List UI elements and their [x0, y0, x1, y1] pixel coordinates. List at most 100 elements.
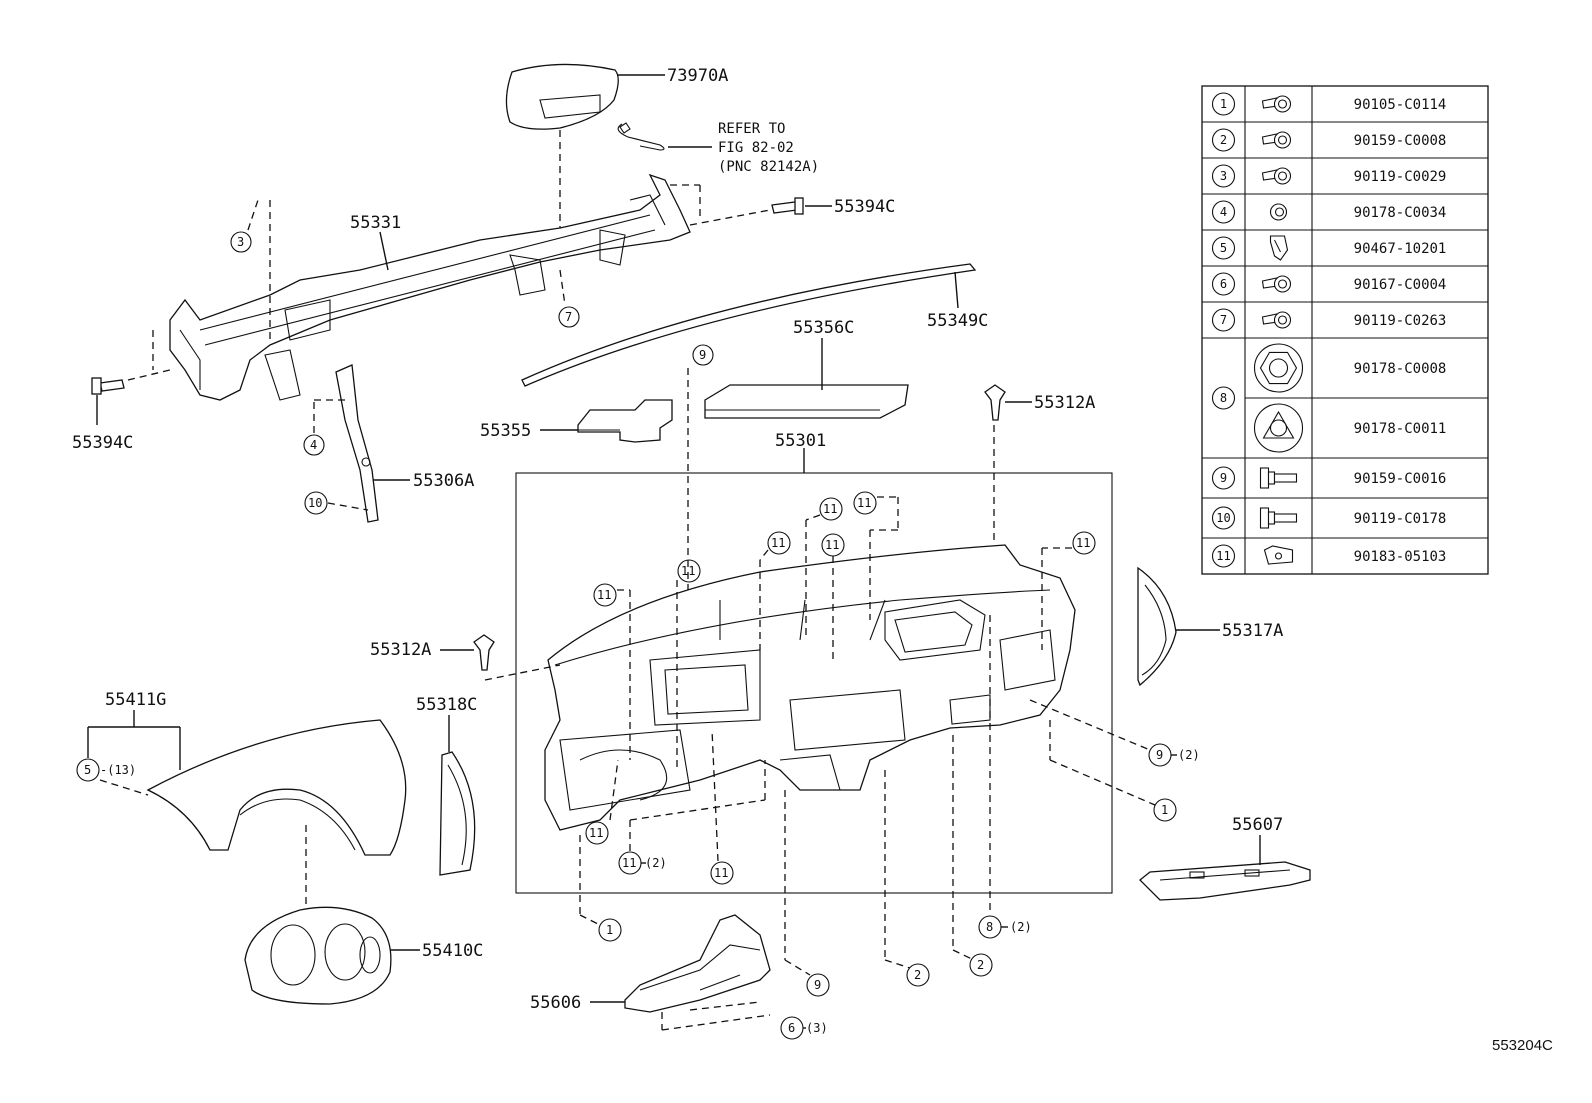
table-row: 2 90159-C0008: [1211, 128, 1447, 152]
part-number: 90183-05103: [1354, 549, 1447, 565]
callout-9-bottom: 9: [784, 790, 830, 997]
part-number: 90159-C0016: [1354, 471, 1447, 487]
bolt-left-label: 55394C: [72, 433, 133, 453]
wire-harness: REFER TO FIG 82-02 (PNC 82142A): [617, 121, 819, 175]
clip-nut-icon: [1263, 545, 1294, 565]
figure-number: 553204C: [1492, 1037, 1553, 1054]
svg-text:-(13): -(13): [100, 763, 136, 777]
lower-panel-right-part: 55607: [1139, 815, 1311, 901]
svg-text:11: 11: [622, 856, 636, 870]
part-number: 90119-C0178: [1354, 511, 1447, 527]
flange-bolt-icon: [1261, 95, 1292, 113]
refer-text-2: FIG 82-02: [718, 140, 794, 156]
brace-part: 55306A: [335, 364, 474, 523]
bolt-right-label: 55394C: [834, 197, 895, 217]
row-number-circle: [1211, 128, 1236, 152]
svg-text:(2): (2): [1178, 748, 1200, 762]
row-number: 6: [1220, 277, 1227, 291]
table-row: 7 90119-C0263: [1211, 308, 1447, 332]
part-number: 90119-C0029: [1354, 169, 1447, 185]
nut-icon: [1269, 203, 1288, 221]
table-row: 3 90119-C0029: [1211, 164, 1447, 188]
row-number-circle: [1211, 506, 1236, 530]
part-number: 90467-10201: [1354, 241, 1447, 257]
svg-text:1: 1: [606, 923, 613, 937]
svg-text:11: 11: [681, 564, 695, 578]
part-number: 90119-C0263: [1354, 313, 1447, 329]
row-number: 3: [1220, 169, 1227, 183]
svg-text:11: 11: [823, 502, 837, 516]
table-row: 5 90467-10201: [1211, 235, 1447, 261]
row-number-circle: [1211, 200, 1236, 224]
callout-10: 10: [304, 491, 369, 515]
row-number-circle: [1211, 272, 1236, 296]
svg-text:9: 9: [1156, 748, 1163, 762]
part-number: 90178-C0034: [1354, 205, 1447, 221]
row-number: 2: [1220, 133, 1227, 147]
svg-text:11: 11: [771, 536, 785, 550]
svg-text:(2): (2): [645, 856, 667, 870]
airbag-label: 73970A: [667, 66, 728, 86]
strip-part: 55349C: [521, 263, 988, 387]
bolt-icon: [1261, 167, 1292, 185]
panel-part: [544, 544, 1076, 831]
hex-bolt-icon: [1259, 467, 1298, 489]
svg-text:11: 11: [714, 866, 728, 880]
row-number-circle: [1211, 308, 1236, 332]
row-number: 4: [1220, 205, 1227, 219]
bolt-icon: [1261, 131, 1292, 149]
brace-label: 55306A: [413, 471, 474, 491]
svg-text:4: 4: [310, 438, 317, 452]
pad-upper-label: 55356C: [793, 318, 854, 338]
table-row: 4 90178-C0034: [1211, 200, 1447, 224]
row-number: 7: [1220, 313, 1227, 327]
svg-text:11: 11: [825, 538, 839, 552]
callout-9-right: 9 (2): [1029, 699, 1200, 767]
svg-text:6: 6: [788, 1021, 795, 1035]
svg-text:5: 5: [84, 763, 91, 777]
svg-text:11: 11: [1076, 536, 1090, 550]
svg-text:11: 11: [597, 588, 611, 602]
bolt-icon: [1261, 275, 1292, 293]
clip-left-label: 55312A: [370, 640, 431, 660]
svg-text:10: 10: [308, 496, 322, 510]
callout-2-a: 2: [884, 770, 930, 987]
clip-icon: [1269, 235, 1289, 261]
panel-box: 55301: [515, 431, 1113, 894]
svg-text:2: 2: [977, 958, 984, 972]
svg-text:(3): (3): [806, 1021, 828, 1035]
flange-bolt-icon: [1261, 311, 1292, 329]
callout-2-b: 2: [952, 735, 993, 977]
row-number: 5: [1220, 241, 1227, 255]
callout-1-bottom: 1: [579, 835, 622, 942]
pad-t-label: 55355: [480, 421, 531, 441]
callout-1-right: 1: [1049, 720, 1177, 822]
lower-panel-center-label: 55606: [530, 993, 581, 1013]
hex-nut-icon: [1253, 343, 1304, 393]
row-number-circle: [1211, 544, 1236, 568]
reinforcement-label: 55331: [350, 213, 401, 233]
callout-7: 7: [558, 306, 580, 328]
row-number-circle: [1211, 236, 1236, 260]
part-number: 90105-C0114: [1354, 97, 1447, 113]
callout-11-group: 11 11 11 11 11 11 11 11 11 (2) 11: [585, 491, 1096, 885]
table-row: 9 90159-C0016: [1211, 466, 1447, 490]
bolt-left-part: 55394C: [72, 377, 133, 453]
cluster-panel-label: 55411G: [105, 690, 166, 710]
svg-text:9: 9: [699, 348, 706, 362]
part-number: 90167-C0004: [1354, 277, 1447, 293]
side-cover-right-part: 55317A: [1137, 566, 1283, 687]
svg-text:11: 11: [857, 496, 871, 510]
row-number-circle: [1211, 92, 1236, 116]
cluster-housing-part: 55410C: [244, 906, 483, 1005]
pad-upper-part: 55356C: [704, 318, 909, 419]
callout-3: 3: [230, 199, 259, 253]
row-number: 9: [1220, 471, 1227, 485]
part-number: 90159-C0008: [1354, 133, 1447, 149]
svg-text:11: 11: [589, 826, 603, 840]
part-number: 90178-C0008: [1354, 361, 1447, 377]
svg-text:8: 8: [986, 920, 993, 934]
